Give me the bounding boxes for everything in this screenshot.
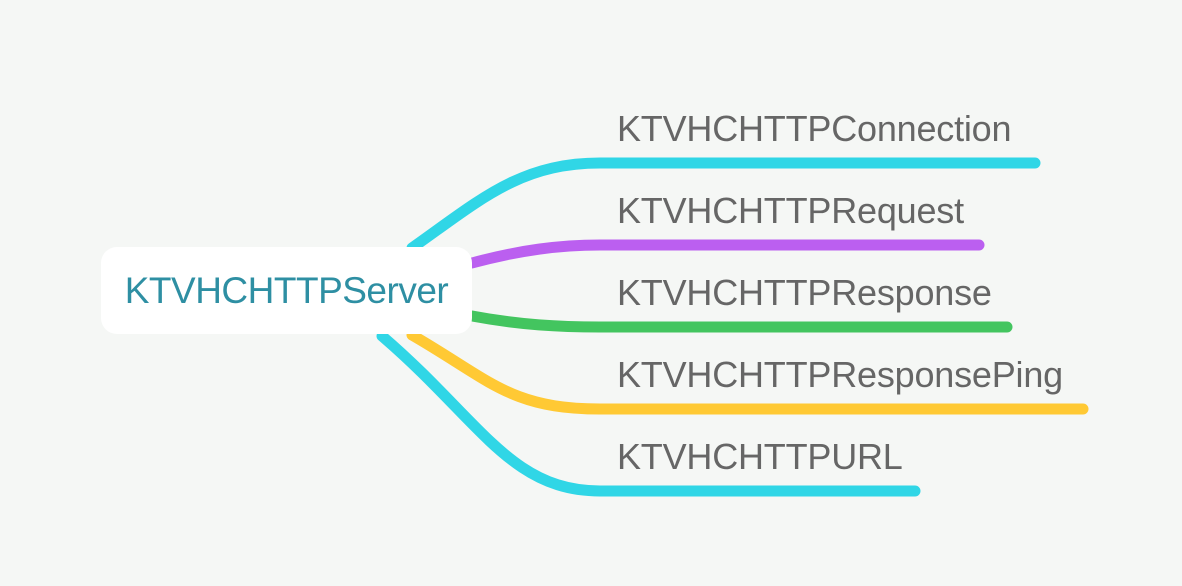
child-topic-response[interactable]: KTVHCHTTPResponse [617,272,992,313]
root-topic-label: KTVHCHTTPServer [124,269,449,311]
child-topic-connection[interactable]: KTVHCHTTPConnection [617,108,1012,149]
child-topic-response-ping[interactable]: KTVHCHTTPResponsePing [617,354,1063,395]
branch-line-request [466,239,985,269]
branch-line-response [466,310,1013,333]
root-topic-node[interactable]: KTVHCHTTPServer [101,247,472,334]
branch-line-response-ping [406,329,1089,415]
branch-line-url [376,330,921,497]
branch-line-connection [406,157,1041,254]
child-topic-url[interactable]: KTVHCHTTPURL [617,436,903,477]
child-topic-request[interactable]: KTVHCHTTPRequest [617,190,964,231]
